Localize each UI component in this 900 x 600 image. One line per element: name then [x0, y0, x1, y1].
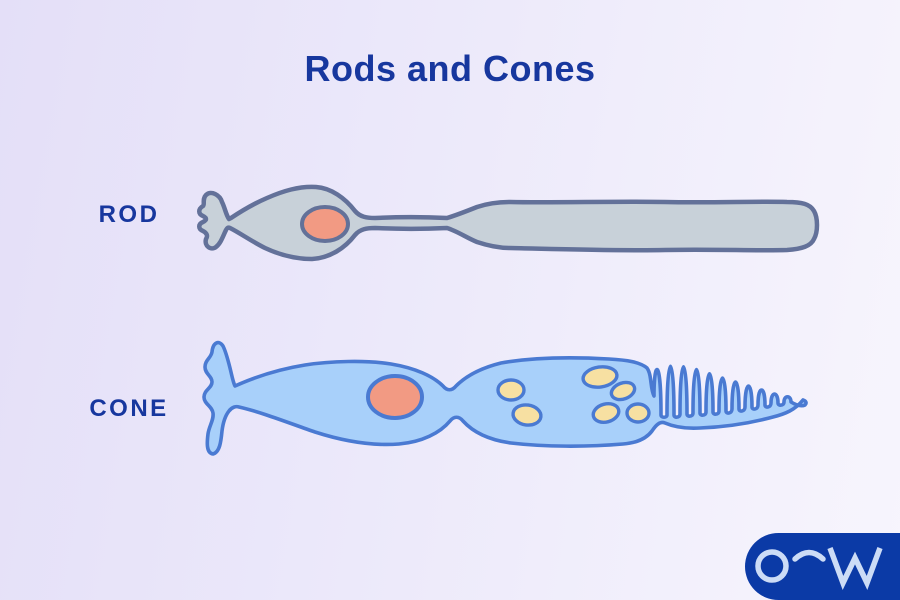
- rod-nucleus: [300, 205, 350, 243]
- mitochondrion-oval: [511, 403, 543, 427]
- rod-label: ROD: [98, 201, 160, 228]
- rod-outline: [197, 184, 820, 262]
- logo-badge: [745, 533, 900, 600]
- mitochondrion-oval: [591, 401, 621, 425]
- rod-cell-illustration: [197, 184, 820, 262]
- mitochondrion-oval: [609, 380, 637, 402]
- mitochondrion-oval: [625, 402, 651, 424]
- logo-w-glyph: [827, 547, 883, 591]
- cone-label: CONE: [89, 395, 169, 422]
- mitochondrion-oval: [496, 378, 526, 402]
- cone-mitochondria: [496, 365, 651, 427]
- logo-arc-glyph: [792, 549, 826, 562]
- mitochondrion-oval: [581, 365, 619, 389]
- logo-o-glyph: [755, 549, 789, 583]
- cone-nucleus: [366, 374, 424, 420]
- page-title: Rods and Cones: [304, 48, 596, 89]
- cone-cell-illustration: [202, 340, 808, 456]
